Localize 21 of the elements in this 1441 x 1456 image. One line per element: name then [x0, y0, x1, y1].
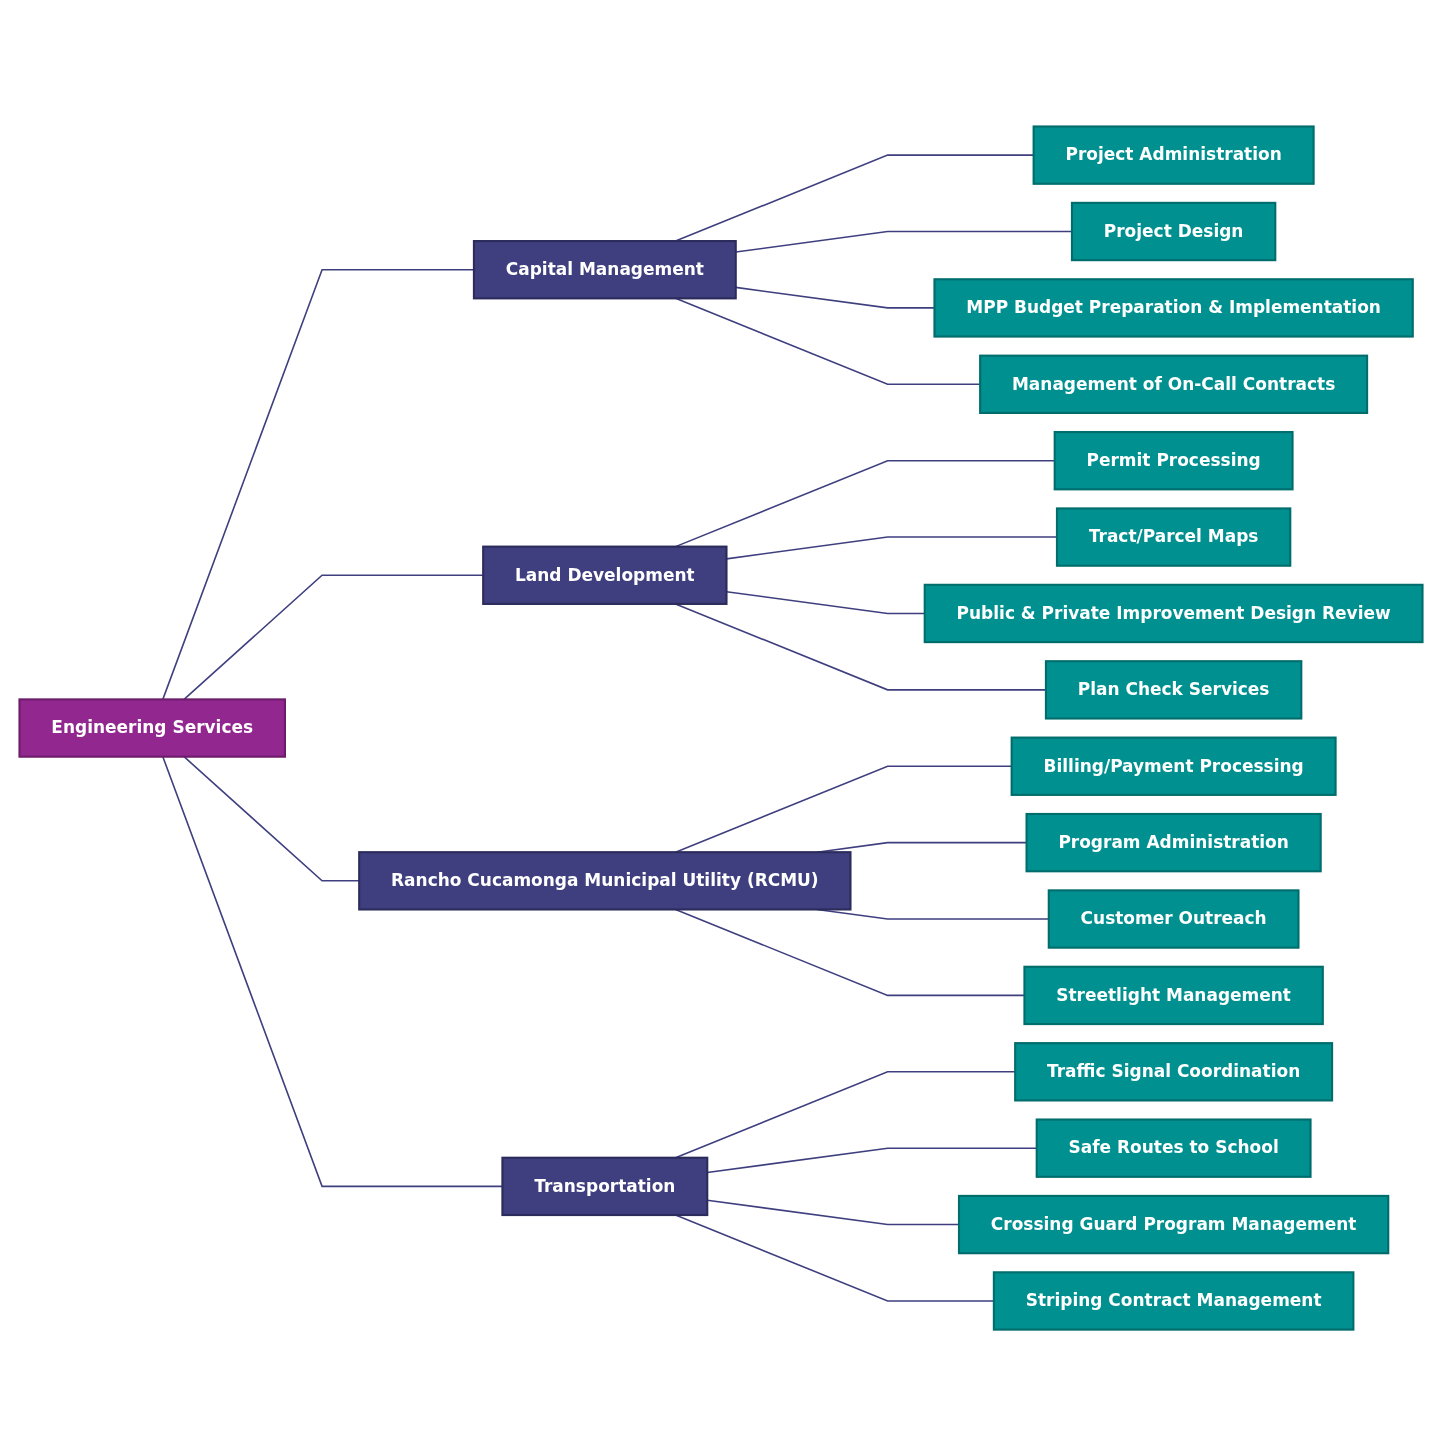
node-box: Striping Contract Management [992, 1271, 1354, 1331]
node-box: Project Administration [1032, 125, 1315, 185]
node-box: Safe Routes to School [1035, 1118, 1312, 1178]
node-box: Streetlight Management [1022, 965, 1324, 1026]
node-box: Project Design [1070, 201, 1276, 262]
node-box: Engineering Services [17, 698, 286, 758]
node-box: Management of On-Call Contracts [978, 354, 1368, 414]
node-box: Public & Private Improvement Design Review [923, 583, 1424, 644]
node-box: Rancho Cucamonga Municipal Utility (RCMU) [357, 851, 852, 911]
node-box: Crossing Guard Program Management [957, 1194, 1389, 1255]
node-box: Program Administration [1025, 812, 1322, 873]
node-box: MPP Budget Preparation & Implementation [932, 278, 1414, 338]
node-box: Land Development [481, 545, 728, 605]
node-box: Billing/Payment Processing [1010, 736, 1337, 796]
node-box: Capital Management [472, 239, 737, 300]
node-box: Plan Check Services [1044, 660, 1302, 720]
node-box: Traffic Signal Coordination [1013, 1042, 1333, 1102]
node-box: Permit Processing [1053, 430, 1294, 491]
node-box: Tract/Parcel Maps [1055, 507, 1291, 567]
node-box: Customer Outreach [1047, 889, 1299, 949]
node-box: Transportation [500, 1156, 708, 1217]
